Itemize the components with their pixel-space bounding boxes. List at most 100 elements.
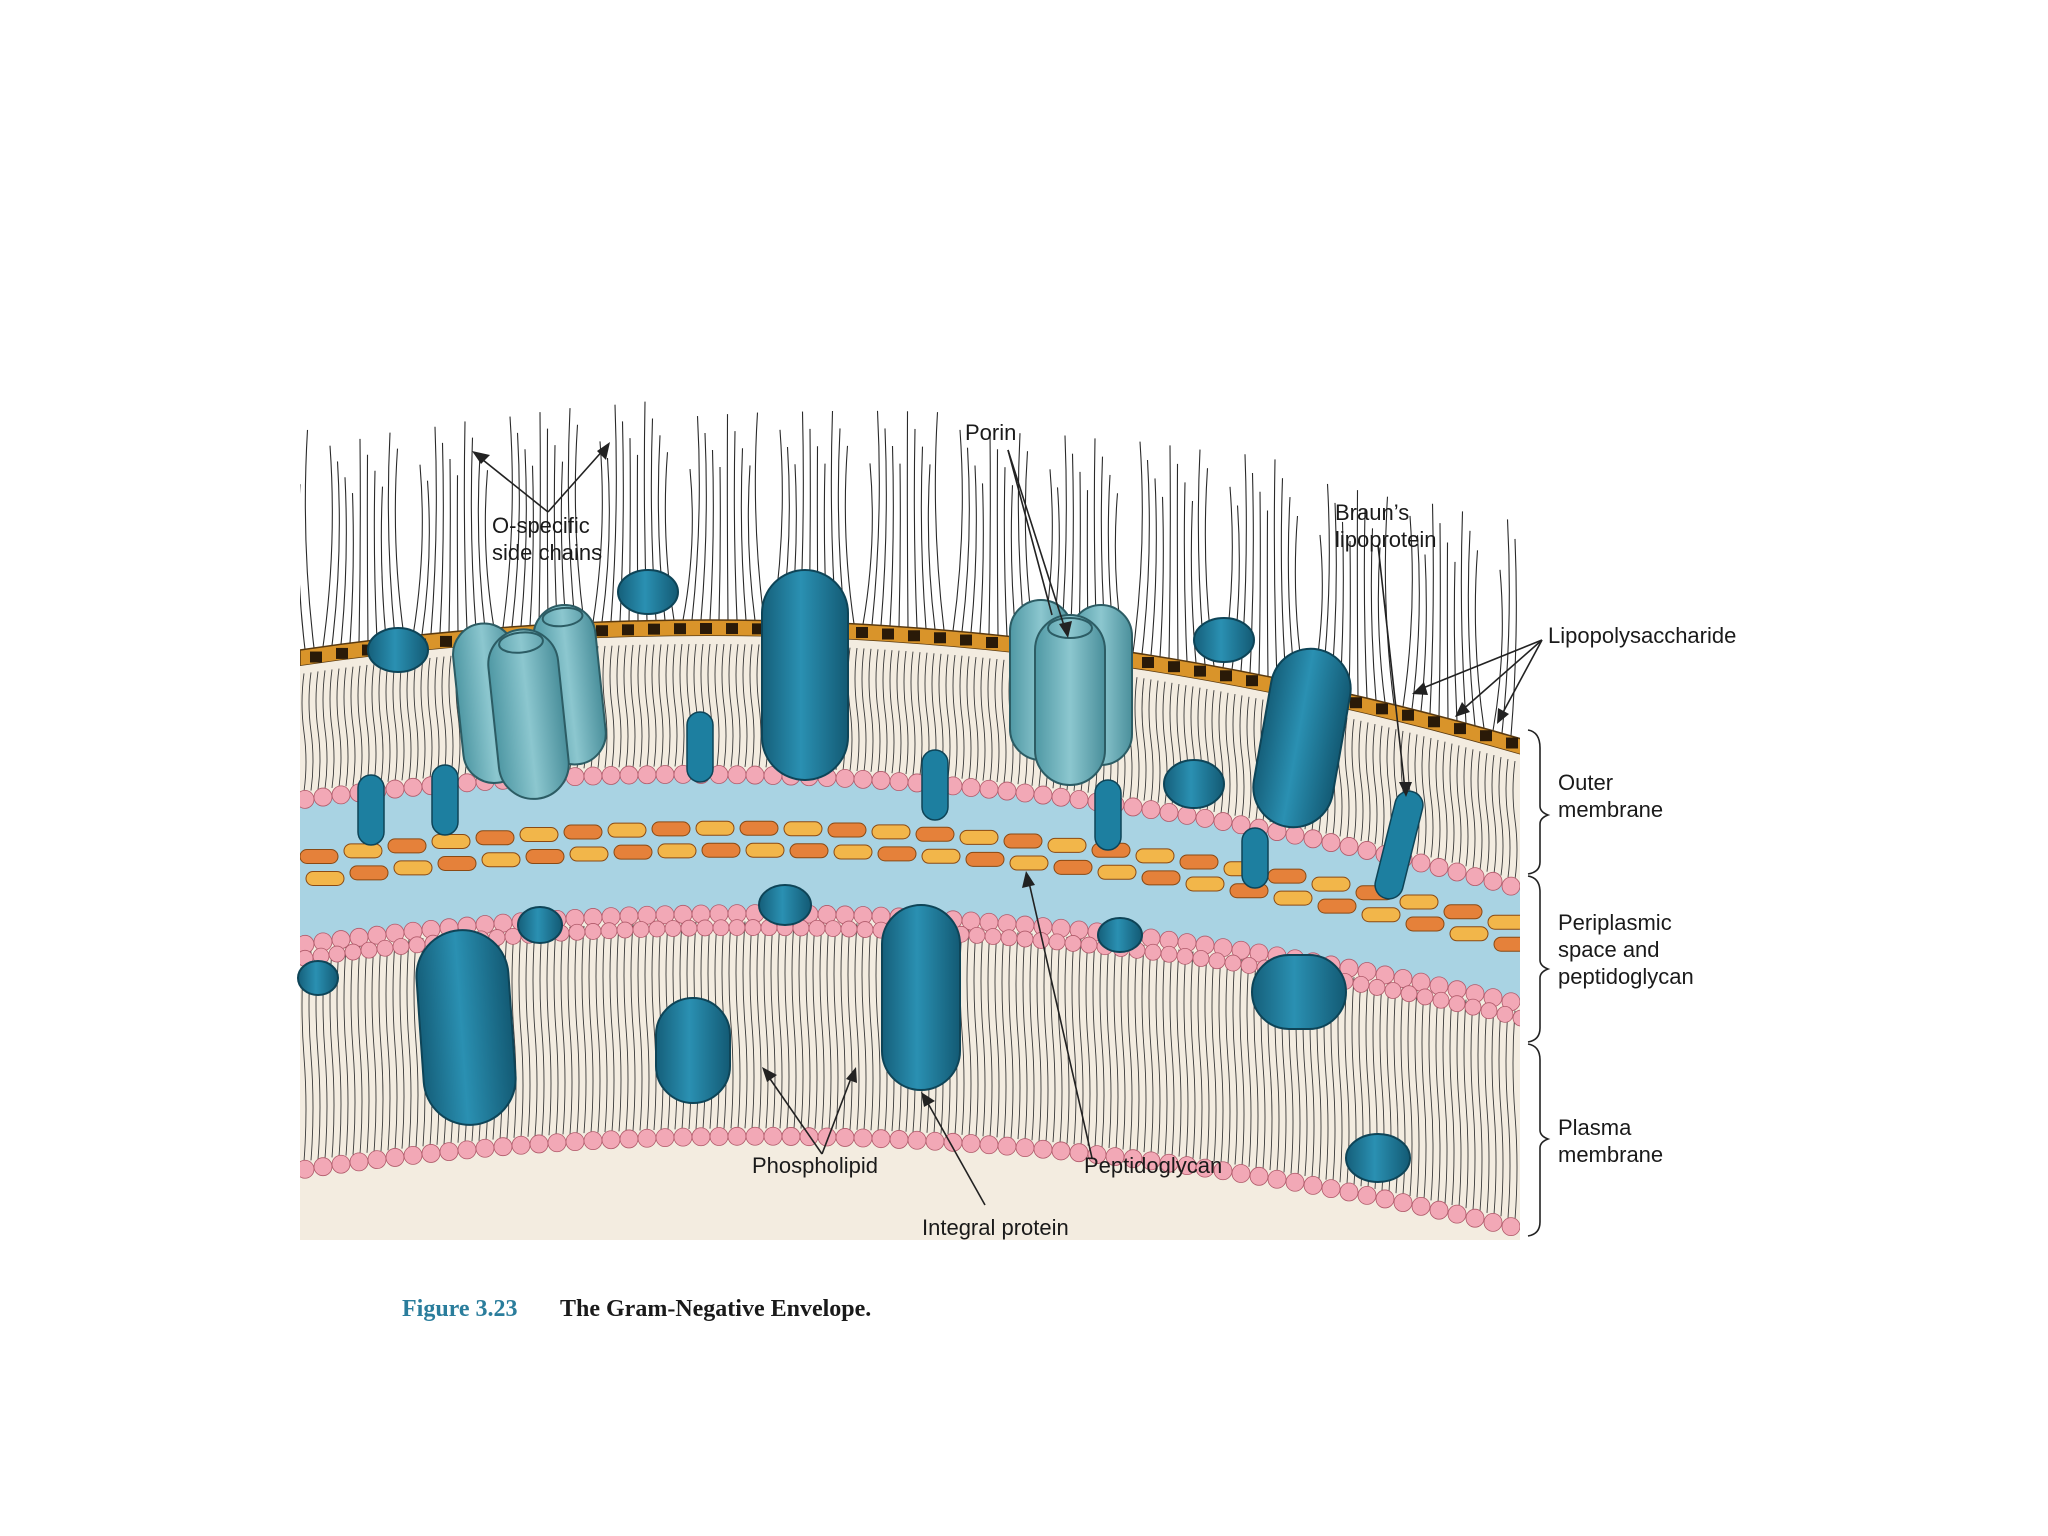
o-specific-side-chain — [952, 429, 963, 631]
plasma-lipid-tail — [875, 924, 881, 1131]
outer-lipid-tail — [1148, 679, 1154, 802]
o-specific-side-chain — [601, 457, 610, 623]
phospholipid-head — [744, 919, 762, 936]
peptidoglycan-unit — [437, 855, 477, 871]
label-porin: Porin — [965, 420, 1016, 445]
phospholipid-head — [853, 1128, 873, 1148]
lps-core-block — [1506, 737, 1518, 749]
figure-caption: Figure 3.23 The Gram-Negative Envelope. — [402, 1296, 871, 1322]
o-specific-side-chain — [979, 483, 984, 634]
brauns-lipoprotein — [357, 774, 385, 846]
phospholipid-head — [1400, 985, 1418, 1003]
peptidoglycan-unit — [431, 833, 471, 849]
outer-lipid-tail — [1449, 743, 1455, 863]
outer-lipid-tail — [1351, 719, 1357, 840]
peptidoglycan-unit — [1097, 864, 1137, 880]
phospholipid-head — [331, 930, 351, 949]
plasma-lipid-tail — [595, 925, 601, 1133]
outer-lipid-tail — [609, 645, 615, 768]
peptidoglycan-unit — [300, 849, 339, 864]
plasma-lipid-tail — [1057, 936, 1063, 1143]
outer-lipid-tail — [665, 644, 671, 767]
phospholipid-head — [439, 1142, 459, 1162]
lps-core-block — [1142, 657, 1154, 669]
peptidoglycan-unit — [569, 846, 609, 862]
lps-core-block — [1350, 697, 1362, 709]
outer-lipid-tail — [868, 648, 874, 772]
outer-lipid-tail — [1141, 678, 1147, 801]
phospholipid-head — [727, 1126, 747, 1146]
peripheral-protein — [1097, 917, 1143, 953]
o-specific-side-chain — [740, 448, 747, 621]
peripheral-protein — [1193, 617, 1255, 663]
phospholipid-head — [1144, 943, 1162, 961]
phospholipid-head — [1285, 1172, 1305, 1192]
phospholipid-head — [655, 1128, 675, 1148]
o-specific-side-chain — [477, 453, 486, 629]
phospholipid-head — [1411, 853, 1431, 873]
phospholipid-head — [691, 1127, 711, 1147]
outer-lipid-tail — [882, 649, 888, 773]
o-specific-side-chain — [574, 424, 585, 623]
plasma-lipid-tail — [1036, 934, 1042, 1141]
phospholipid-head — [1303, 829, 1323, 849]
lps-core-block — [596, 625, 608, 637]
plasma-lipid-tail — [868, 923, 874, 1131]
label-periplasmic-line3: peptidoglycan — [1558, 964, 1694, 989]
lps-core-block — [336, 647, 348, 659]
phospholipid-head — [1080, 936, 1098, 954]
phospholipid-head — [1393, 969, 1413, 988]
outer-lipid-tail — [1365, 722, 1371, 843]
o-specific-side-chain — [754, 412, 765, 621]
plasma-lipid-tail — [770, 921, 776, 1129]
peptidoglycan-unit — [965, 851, 1005, 867]
lps-core-block — [1454, 723, 1466, 735]
plasma-lipid-tail — [1456, 998, 1462, 1207]
o-specific-side-chain — [700, 432, 707, 621]
phospholipid-head — [680, 919, 698, 937]
outer-lipid-tail — [637, 644, 643, 767]
peptidoglycan-unit — [783, 821, 823, 837]
brauns-lipoprotein — [1241, 827, 1269, 889]
phospholipid-head — [331, 1154, 351, 1174]
outer-lipid-tail — [861, 648, 867, 772]
outer-lipid-tail — [714, 643, 720, 767]
phospholipid-head — [1375, 965, 1395, 985]
phospholipid-head — [1016, 930, 1034, 948]
plasma-lipid-tail — [1141, 945, 1147, 1153]
outer-lipid-tail — [651, 644, 657, 767]
phospholipid-head — [856, 921, 874, 938]
peptidoglycan-unit — [1399, 894, 1439, 910]
plasma-lipid-tail — [1183, 950, 1189, 1158]
plasma-lipid-tail — [392, 941, 398, 1150]
peptidoglycan-unit — [475, 830, 515, 846]
plasma-lipid-tail — [1407, 987, 1413, 1197]
phospholipid-head — [313, 1157, 333, 1177]
plasma-lipid-tail — [1232, 957, 1238, 1165]
outer-lipid-tail — [1435, 739, 1441, 860]
plasma-membrane-brace — [1527, 1043, 1551, 1237]
plasma-lipid-tail — [1127, 943, 1133, 1151]
phospholipid-head — [457, 1140, 477, 1160]
plasma-lipid-tail — [1505, 1009, 1511, 1218]
phospholipid-head — [1123, 797, 1143, 817]
phospholipid-head — [808, 919, 826, 937]
brauns-lipoprotein — [686, 711, 714, 783]
peptidoglycan-unit — [877, 846, 917, 862]
phospholipid-head — [1192, 950, 1210, 967]
phospholipid-head — [376, 939, 394, 957]
plasma-lipid-tail — [966, 928, 972, 1136]
peptidoglycan-unit — [1141, 870, 1181, 886]
plasma-lipid-tail — [560, 927, 566, 1135]
label-brauns-line1: Braun’s — [1335, 500, 1409, 525]
plasma-lipid-tail — [749, 921, 755, 1129]
o-specific-side-chain — [1356, 490, 1359, 697]
phospholipid-head — [619, 1129, 639, 1149]
plasma-lipid-tail — [1498, 1007, 1504, 1217]
phospholipid-head — [1249, 1166, 1269, 1186]
peptidoglycan-unit — [1487, 914, 1520, 930]
outer-lipid-tail — [301, 673, 307, 792]
periplasm-brace — [1527, 875, 1551, 1043]
outer-lipid-tail — [1239, 695, 1245, 818]
